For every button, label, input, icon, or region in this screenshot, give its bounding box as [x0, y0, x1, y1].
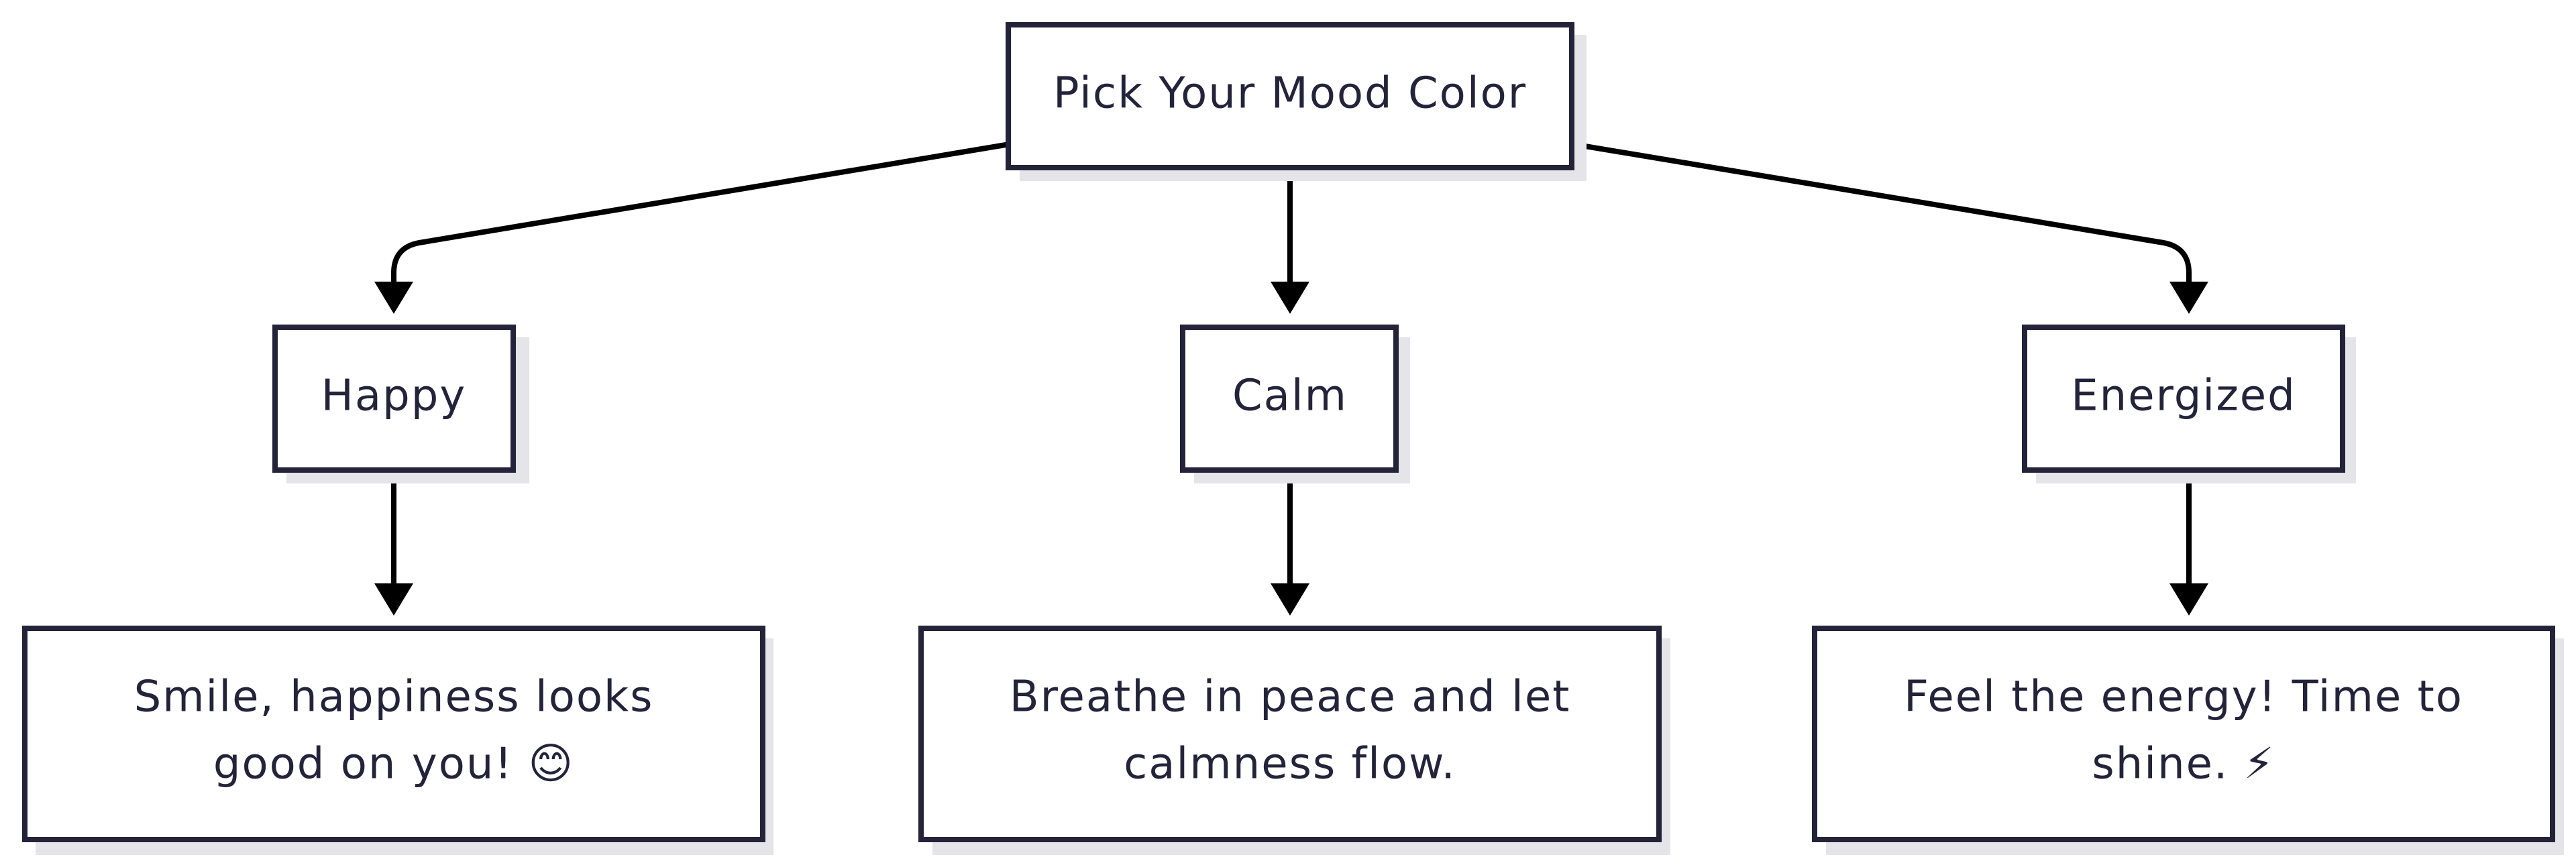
arrowhead-icon	[1271, 282, 1309, 314]
node-happy-label: Happy	[321, 371, 466, 421]
node-energized-message: Feel the energy! Time to shine. ⚡	[1812, 626, 2564, 855]
energized-message-line-2: shine. ⚡	[2092, 740, 2275, 789]
node-root-label: Pick Your Mood Color	[1053, 69, 1527, 119]
node-energized: Energized	[2022, 325, 2356, 483]
arrowhead-icon	[374, 282, 413, 314]
node-energized-label: Energized	[2071, 371, 2296, 421]
edge-happy-to-message	[374, 473, 413, 616]
edge-energized-to-message	[2169, 473, 2208, 616]
arrowhead-icon	[374, 583, 413, 616]
node-happy-message: Smile, happiness looks good on you! 😊	[22, 626, 773, 855]
node-calm-message: Breathe in peace and let calmness flow.	[918, 626, 1670, 855]
edge-calm-to-message	[1271, 473, 1309, 616]
edge-root-to-happy	[374, 141, 1010, 314]
edges	[374, 141, 2208, 616]
edge-root-to-energized	[1572, 141, 2208, 314]
arrowhead-icon	[2169, 282, 2208, 314]
happy-message-line-1: Smile, happiness looks	[134, 673, 654, 722]
edge-root-to-calm	[1271, 168, 1309, 314]
calm-message-line-2: calmness flow.	[1124, 740, 1456, 789]
energized-message-line-1: Feel the energy! Time to	[1904, 673, 2463, 722]
arrowhead-icon	[1271, 583, 1309, 616]
node-calm-label: Calm	[1232, 371, 1348, 421]
node-calm: Calm	[1180, 325, 1410, 483]
happy-message-line-2: good on you! 😊	[213, 740, 574, 789]
calm-message-line-1: Breathe in peace and let	[1010, 673, 1571, 722]
arrowhead-icon	[2169, 583, 2208, 616]
node-happy: Happy	[272, 325, 529, 483]
node-root: Pick Your Mood Color	[1006, 22, 1587, 181]
